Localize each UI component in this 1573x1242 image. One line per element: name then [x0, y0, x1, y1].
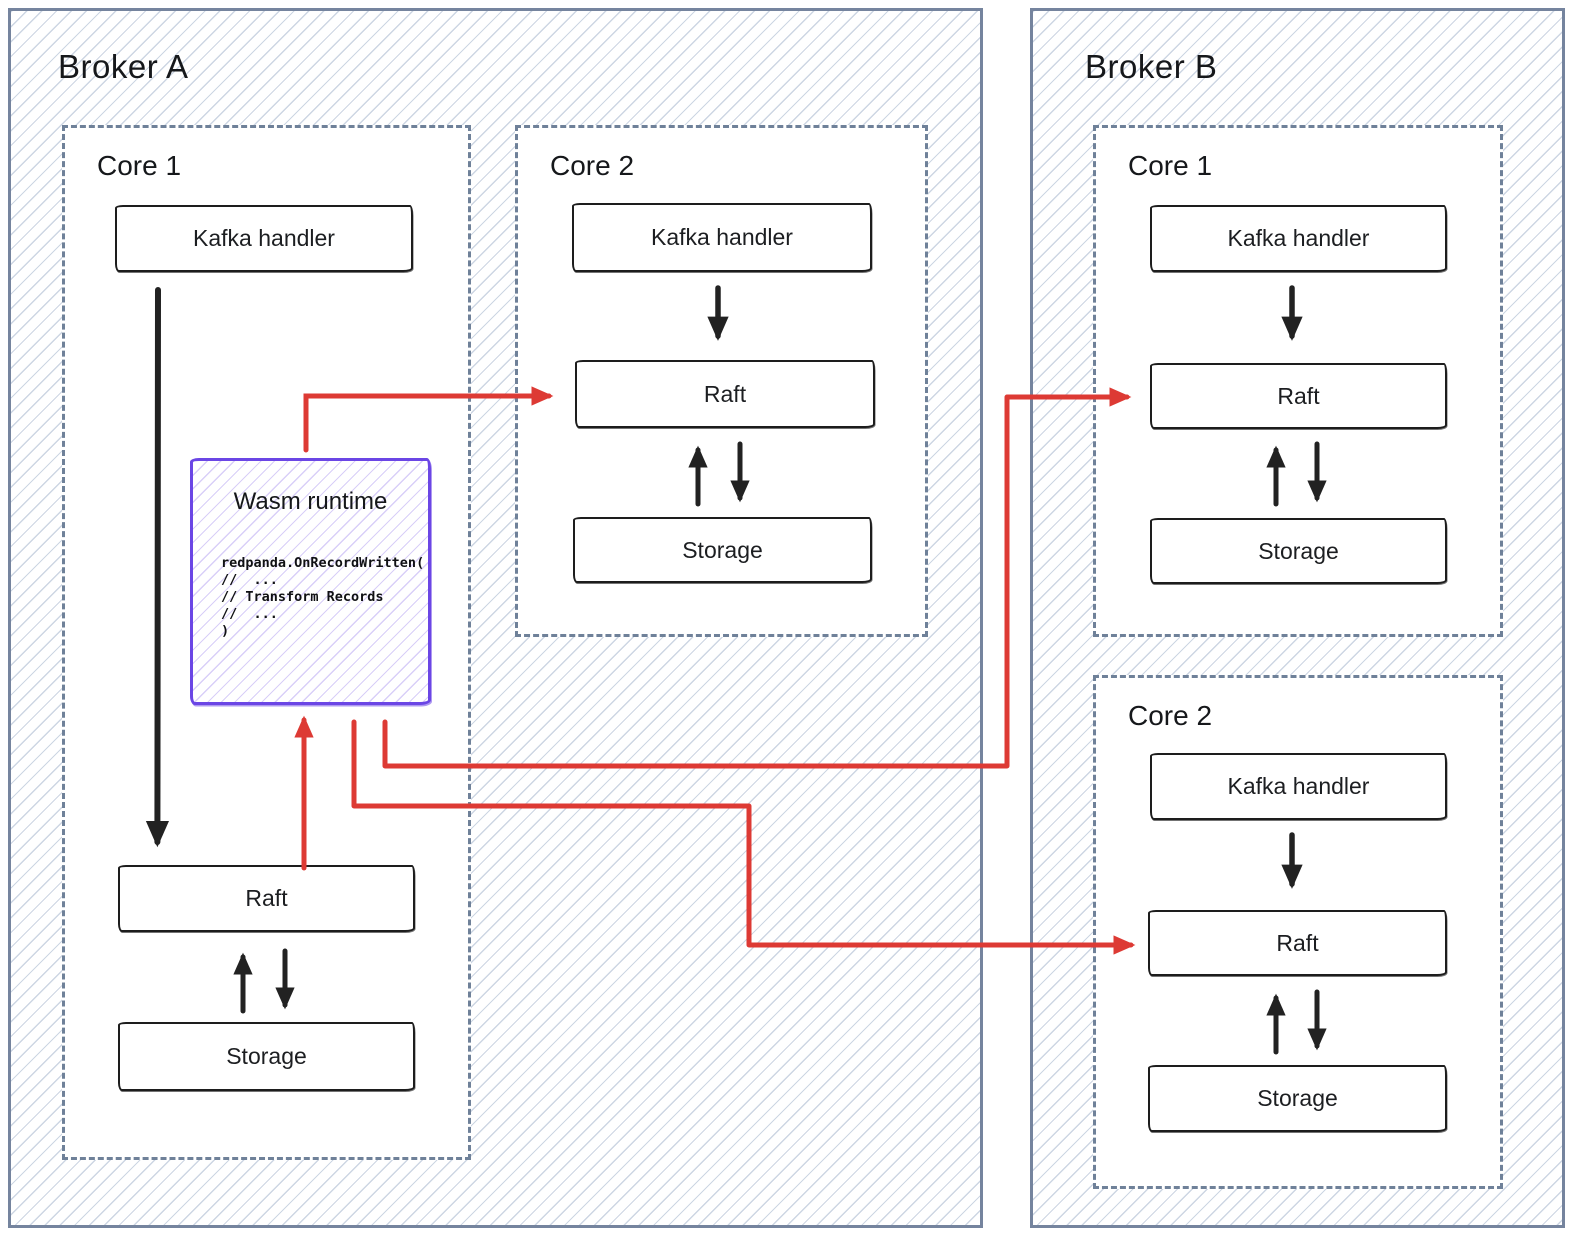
code-line: // ...	[221, 572, 278, 588]
broker-a-core-2-kafka-handler: Kafka handler	[572, 203, 872, 272]
broker-a-core-1-kafka-handler: Kafka handler	[115, 205, 413, 272]
storage-label: Storage	[1257, 1085, 1338, 1111]
broker-b-title: Broker B	[1085, 48, 1218, 85]
code-line: // ...	[221, 606, 278, 622]
broker-b-core-2-raft: Raft	[1148, 910, 1447, 976]
code-line: )	[221, 623, 230, 639]
kafka-handler-label: Kafka handler	[193, 225, 335, 251]
storage-label: Storage	[682, 536, 763, 563]
broker-a-core-1-raft: Raft	[118, 865, 415, 932]
broker-a-title: Broker A	[58, 48, 189, 85]
broker-a-core-2-storage: Storage	[573, 517, 872, 583]
broker-a-core-1-title: Core 1	[97, 150, 182, 181]
broker-a-core-2-title: Core 2	[550, 150, 635, 181]
raft-label: Raft	[1276, 929, 1319, 956]
broker-b-core-1-title: Core 1	[1128, 150, 1213, 181]
kafka-handler-label: Kafka handler	[651, 224, 793, 250]
code-line: redpanda.OnRecordWritten(	[221, 555, 425, 571]
kafka-handler-label: Kafka handler	[1227, 225, 1370, 251]
broker-a-core-2-raft: Raft	[575, 360, 875, 428]
raft-label: Raft	[1277, 382, 1320, 409]
broker-b-core-1-kafka-handler: Kafka handler	[1150, 205, 1447, 272]
raft-label: Raft	[245, 885, 288, 911]
broker-b-core-2-storage: Storage	[1148, 1065, 1447, 1132]
raft-label: Raft	[703, 380, 747, 407]
broker-b-core-1-raft: Raft	[1150, 363, 1447, 429]
broker-a-core-1-wasm-runtime: Wasm runtime redpanda.OnRecordWritten(//…	[190, 458, 431, 705]
broker-a-core-1-storage: Storage	[118, 1022, 415, 1091]
wasm-runtime-title: Wasm runtime	[233, 488, 388, 515]
code-line: // Transform Records	[221, 589, 384, 605]
broker-b-core-2-kafka-handler: Kafka handler	[1150, 753, 1447, 820]
broker-b-core-1-storage: Storage	[1150, 518, 1447, 584]
storage-label: Storage	[1258, 537, 1339, 564]
wasm-code-block: redpanda.OnRecordWritten(// ...// Transf…	[221, 555, 424, 640]
broker-b-core-2-title: Core 2	[1128, 700, 1213, 731]
storage-label: Storage	[226, 1043, 307, 1069]
kafka-handler-label: Kafka handler	[1227, 773, 1370, 799]
